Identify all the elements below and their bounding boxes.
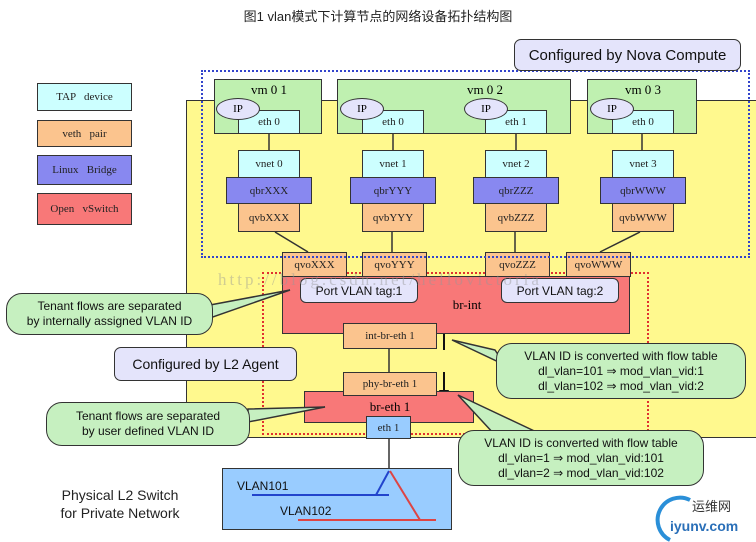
link-qvb-qvo-3 (599, 231, 641, 253)
vnet-3[interactable]: vnet 3 (612, 150, 674, 178)
qvb-www[interactable]: qvbWWW (612, 203, 674, 232)
port-vlan-tag-1: Port VLAN tag:1 (300, 278, 418, 303)
vm02-ip-1: IP (464, 98, 508, 120)
logo-swoosh-icon (655, 495, 691, 542)
vnet-2[interactable]: vnet 2 (485, 150, 547, 178)
legend-tap-device: TAP device (37, 83, 132, 111)
vm03-eth0[interactable]: eth 0 (612, 110, 674, 134)
callout-line: by internally assigned VLAN ID (26, 314, 193, 328)
callout-line: VLAN ID is converted with flow table (484, 435, 678, 450)
callout-line: dl_vlan=2 ⇒ mod_vlan_vid:102 (498, 465, 664, 480)
port-vlan-tag-2: Port VLAN tag:2 (501, 278, 619, 303)
vlan102-label: VLAN102 (280, 504, 332, 518)
vm-name: vm 0 3 (624, 82, 662, 97)
caption-line: for Private Network (60, 505, 180, 521)
callout-line: dl_vlan=1 ⇒ mod_vlan_vid:101 (498, 450, 664, 465)
site-logo[interactable]: 运维网 iyunv.com (650, 494, 756, 542)
callout-line: by user defined VLAN ID (81, 424, 215, 438)
callout-line: Tenant flows are separated (37, 299, 182, 313)
callout-int-conversion: VLAN ID is converted with flow table dl_… (496, 343, 746, 399)
vnet-1[interactable]: vnet 1 (362, 150, 424, 178)
callout-line: dl_vlan=102 ⇒ mod_vlan_vid:2 (538, 378, 704, 393)
eth1-nic[interactable]: eth 1 (366, 416, 411, 439)
qvb-zzz[interactable]: qvbZZZ (485, 203, 547, 232)
qvb-xxx[interactable]: qvbXXX (238, 203, 300, 232)
nova-compute-region (201, 70, 750, 258)
vm-name: vm 0 1 (250, 82, 288, 97)
qvb-yyy[interactable]: qvbYYY (362, 203, 424, 232)
callout-user-vlan: Tenant flows are separated by user defin… (46, 402, 250, 446)
vlan102-uplink (389, 470, 421, 521)
nova-compute-label: Configured by Nova Compute (514, 39, 741, 71)
vm01-ip: IP (216, 98, 260, 120)
physical-switch-caption: Physical L2 Switch for Private Network (40, 486, 200, 522)
caption-line: Physical L2 Switch (61, 487, 179, 503)
vlan101-label: VLAN101 (237, 479, 289, 493)
l2-agent-label: Configured by L2 Agent (114, 347, 297, 381)
legend-open-vswitch: Open vSwitch (37, 193, 132, 225)
br-int-label: br-int (452, 297, 482, 312)
vm03-ip: IP (590, 98, 634, 120)
br-eth1-label: br-eth 1 (369, 399, 411, 414)
callout-line: dl_vlan=101 ⇒ mod_vlan_vid:1 (538, 363, 704, 378)
diagram-title: 图1 vlan模式下计算节点的网络设备拓扑结构图 (243, 9, 513, 24)
legend-veth-pair: veth pair (37, 120, 132, 147)
logo-en: iyunv.com (670, 518, 739, 534)
callout-line: Tenant flows are separated (75, 409, 221, 423)
legend-linux-bridge: Linux Bridge (37, 155, 132, 185)
logo-cn: 运维网 (692, 499, 732, 514)
watermark: http://blog.csdn.net/hellovictoria (218, 270, 542, 289)
vm-name: vm 0 2 (466, 82, 504, 97)
qbr-xxx[interactable]: qbrXXX (226, 177, 312, 204)
vlan101-uplink (375, 470, 390, 496)
link-qvb-qvo-0 (274, 231, 309, 253)
vm02-eth0[interactable]: eth 0 (362, 110, 424, 134)
int-br-eth1[interactable]: int-br-eth 1 (343, 323, 437, 349)
callout-eth-conversion: VLAN ID is converted with flow table dl_… (458, 430, 704, 486)
callout-internal-vlan: Tenant flows are separated by internally… (6, 293, 213, 335)
callout-line: VLAN ID is converted with flow table (524, 348, 718, 363)
vm02-ip-0: IP (340, 98, 384, 120)
phy-br-eth1[interactable]: phy-br-eth 1 (343, 372, 437, 396)
